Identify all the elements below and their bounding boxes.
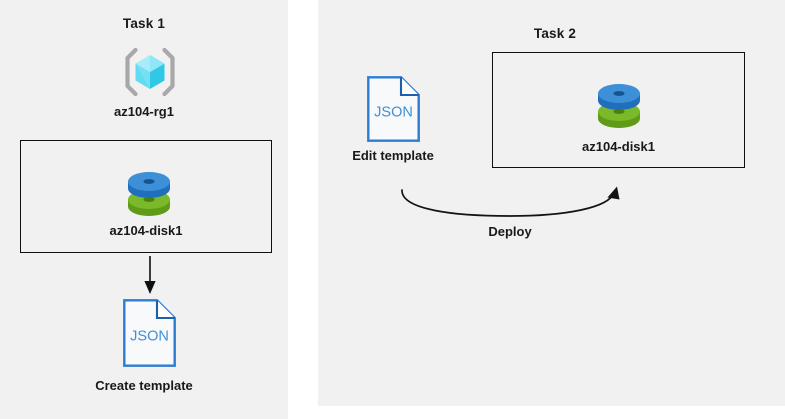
- resource-group-label: az104-rg1: [114, 104, 174, 119]
- task-2-disk-label: az104-disk1: [582, 139, 655, 154]
- curved-arrow-icon: [395, 186, 625, 222]
- edit-template-label: Edit template: [352, 148, 434, 163]
- svg-text:JSON: JSON: [130, 329, 169, 345]
- svg-text:JSON: JSON: [374, 105, 413, 121]
- create-template-label: Create template: [95, 378, 193, 393]
- deploy-label: Deploy: [488, 224, 532, 239]
- managed-disk-icon: [118, 166, 180, 222]
- json-document-icon: JSON: [123, 299, 176, 367]
- managed-disk-icon: [588, 78, 650, 134]
- task-2-title: Task 2: [533, 26, 577, 41]
- json-document-icon: JSON: [367, 76, 420, 142]
- resource-group-cube-icon: [122, 46, 178, 98]
- task-1-title: Task 1: [122, 16, 166, 31]
- down-arrow-icon: [138, 256, 162, 296]
- task-1-disk-label: az104-disk1: [109, 223, 183, 238]
